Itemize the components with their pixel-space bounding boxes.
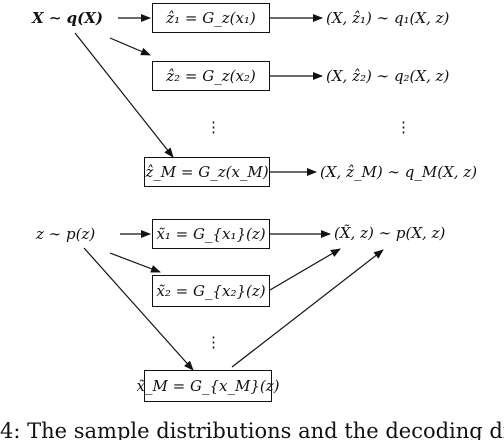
arrow-bottom-source-box2 [109,252,161,273]
arrow-top-source-boxM [74,32,174,158]
bottom-box-ellipsis: ⋮ [206,333,221,351]
bottom-box-M: x̃_M = G_{x_M}(z) [137,370,279,402]
bottom-source-text: z ∼ p(z) [36,225,96,243]
top-box-1: ẑ₁ = G_z(x₁) [152,3,270,33]
top-output-2: (X, ẑ₂) ∼ q₂(X, z) [326,67,449,85]
arrow-bottom-box2-out [269,248,341,291]
top-box-ellipsis: ⋮ [206,118,221,136]
bottom-output-text: (X̃, z) ∼ p(X, z) [334,224,446,242]
bottom-output: (X̃, z) ∼ p(X, z) [334,224,445,242]
arrow-top-source-box2 [109,37,151,56]
figure-caption: 4: The sample distributions and the deco… [0,419,504,440]
top-output-ellipsis: ⋮ [396,118,411,136]
top-source-label: X ∼ q(X) [32,9,103,27]
bottom-box-2: x̃₂ = G_{x₂}(z) [152,275,270,307]
arrow-bottom-boxM-out [231,249,384,368]
top-output-M-text: (X, ẑ_M) ∼ q_M(X, z) [320,163,478,181]
arrow-bottom-source-boxM [83,247,194,371]
top-output-M: (X, ẑ_M) ∼ q_M(X, z) [320,163,477,181]
top-output-1-text: (X, ẑ₁) ∼ q₁(X, z) [326,9,450,27]
top-box-M: ẑ_M = G_z(x_M) [144,157,270,187]
top-box-2-label: ẑ₂ = G_z(x₂) [166,67,256,85]
bottom-box-1: x̃₁ = G_{x₁}(z) [152,219,270,249]
top-output-2-text: (X, ẑ₂) ∼ q₂(X, z) [326,67,450,85]
top-box-1-label: ẑ₁ = G_z(x₁) [166,9,256,27]
top-box-2: ẑ₂ = G_z(x₂) [152,61,270,91]
top-box-M-label: ẑ_M = G_z(x_M) [145,163,269,181]
top-source-text: X ∼ q(X) [32,9,103,27]
bottom-box-1-label: x̃₁ = G_{x₁}(z) [156,225,266,243]
bottom-box-M-label: x̃_M = G_{x_M}(z) [136,377,280,395]
bottom-box-2-label: x̃₂ = G_{x₂}(z) [156,282,266,300]
bottom-source-label: z ∼ p(z) [36,225,95,243]
top-output-1: (X, ẑ₁) ∼ q₁(X, z) [326,9,449,27]
